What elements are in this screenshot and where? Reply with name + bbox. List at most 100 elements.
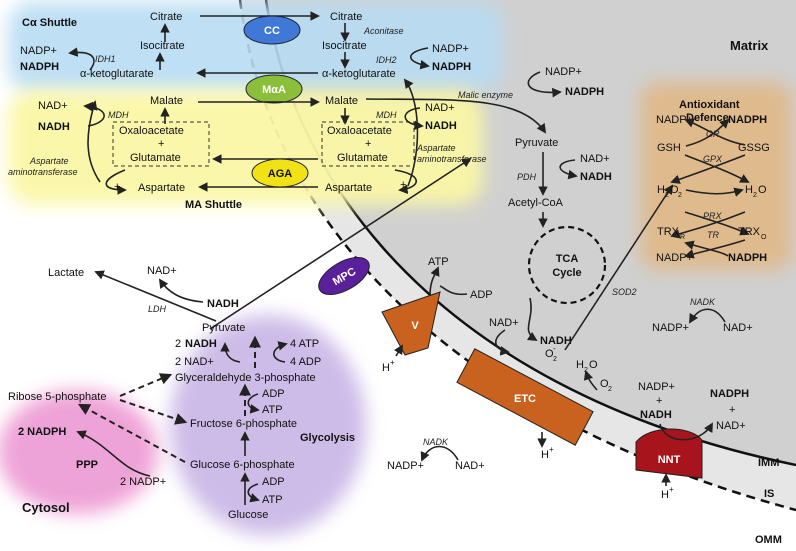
malic-enzyme-label: Malic enzyme [458, 90, 513, 100]
h-plus-etc-sup: + [549, 445, 554, 454]
gsh: GSH [657, 142, 681, 154]
pdh-label: PDH [517, 172, 537, 182]
nadh-matrix-2: NADH [580, 171, 612, 183]
glycolysis-label: Glycolysis [300, 432, 355, 444]
ao-nadp-plus-1: NADP+ [656, 114, 693, 126]
antioxidant-title-2: Defence [686, 112, 729, 124]
g6p: Glucose 6-phosphate [190, 459, 295, 471]
citrate-matrix: Citrate [330, 11, 362, 23]
h-plus-v: H [382, 362, 390, 374]
nad-plus-nadk-cyto: NAD+ [455, 460, 485, 472]
h2o2-sub1: 2 [665, 192, 669, 199]
nadph-cyto: NADPH [20, 61, 59, 73]
glu-cyto: Glutamate [130, 152, 181, 164]
nad-plus-cyto-1: NAD+ [38, 100, 68, 112]
superoxide-sub: 2 [553, 356, 557, 363]
nadph-nnt: NADPH [710, 388, 749, 400]
trx-o-sub: O [761, 234, 767, 241]
two-nadph: 2 NADPH [18, 426, 66, 438]
plus-cyto-2: + [114, 181, 120, 193]
cytosol-label: Cytosol [22, 500, 70, 515]
ao-nadph-2: NADPH [728, 252, 767, 264]
g3p: Glyceraldehyde 3-phosphate [175, 372, 316, 384]
malate-matrix: Malate [325, 95, 358, 107]
omm-label: OMM [755, 534, 782, 546]
glycolysis-zone [170, 315, 366, 535]
prx-label: PRX [703, 211, 723, 221]
plus-nnt-2: + [729, 404, 735, 416]
acetyl-coa: Acetyl-CoA [508, 197, 564, 209]
h-plus-v-sup: + [390, 358, 395, 367]
mpc-carrier [318, 256, 370, 296]
imm-label: IMM [758, 457, 779, 469]
aspartate-matrix: Aspartate [325, 182, 372, 194]
adp-cyto-2: ADP [262, 476, 285, 488]
two-nadp-plus: 2 NADP+ [120, 476, 166, 488]
h-plus-nnt: H [661, 489, 669, 501]
nad-plus-ldh: NAD+ [147, 265, 177, 277]
cc-carrier [243, 15, 301, 45]
glucose: Glucose [228, 509, 268, 521]
malate-cyto: Malate [150, 95, 183, 107]
nadp-plus-matrix-1: NADP+ [432, 43, 469, 55]
etc-label: ETC [514, 393, 536, 405]
nnt-label: NNT [658, 454, 681, 466]
ca-shuttle-label: Cα Shuttle [22, 17, 77, 29]
four-adp: 4 ADP [290, 356, 321, 368]
h-plus-nnt-sup: + [669, 485, 674, 494]
nad-plus-matrix-2: NAD+ [580, 153, 610, 165]
mdh-matrix: MDH [376, 110, 397, 120]
f6p: Fructose 6-phosphate [190, 418, 297, 430]
aat-cyto-2: aminotransferase [8, 167, 78, 177]
two-nad-plus: 2 NAD+ [175, 356, 214, 368]
gpx-label: GPX [703, 154, 723, 164]
nad-plus-matrix-3: NAD+ [489, 317, 519, 329]
antioxidant-title-1: Antioxidant [679, 99, 740, 111]
ppp-zone [0, 390, 158, 514]
maa-carrier [245, 74, 303, 104]
ma-shuttle-label: MA Shuttle [185, 199, 242, 211]
nadk-matrix-label: NADK [690, 297, 716, 307]
nadh-nnt: NADH [640, 409, 672, 421]
two-nadh-word: NADH [185, 338, 217, 350]
is-label: IS [764, 488, 774, 500]
idh2-label: IDH2 [376, 55, 397, 65]
nadp-plus-matrix-2: NADP+ [545, 66, 582, 78]
idh1-label: IDH1 [95, 54, 116, 64]
nadp-plus-nadk-matrix: NADP+ [652, 322, 689, 334]
plus-matrix-2: + [400, 179, 406, 191]
maa-label: MαA [262, 84, 286, 96]
nadh-matrix-3: NADH [540, 335, 572, 347]
nadk-cyto-label: NADK [423, 437, 449, 447]
oaa-glu-box-matrix [321, 121, 415, 167]
nad-plus-nnt: NAD+ [716, 420, 746, 432]
aat-matrix-2: aminotransferase [417, 154, 487, 164]
plus-matrix: + [365, 138, 371, 150]
adp-cyto-1: ADP [262, 388, 285, 400]
four-atp: 4 ATP [290, 338, 319, 350]
oaa-cyto: Oxaloacetate [119, 125, 184, 137]
atp-cyto-1: ATP [262, 404, 283, 416]
nadph-matrix-1: NADPH [432, 61, 471, 73]
nadh-cyto-1: NADH [38, 121, 70, 133]
plus-cyto: + [158, 138, 164, 150]
tr-label: TR [707, 230, 719, 240]
pyruvate-cyto: Pyruvate [202, 322, 245, 334]
trx-r-sub: R [680, 234, 685, 241]
oaa-matrix: Oxaloacetate [327, 125, 392, 137]
glu-matrix: Glutamate [337, 152, 388, 164]
nadp-plus-cyto: NADP+ [20, 45, 57, 57]
nadp-plus-nnt: NADP+ [638, 381, 675, 393]
gssg: GSSG [738, 142, 770, 154]
h2o-h: H [745, 184, 753, 196]
nad-plus-matrix-1: NAD+ [425, 102, 455, 114]
etc-complex [456, 348, 594, 446]
aconitase-label: Aconitase [363, 26, 404, 36]
h2o2-sub2: 2 [678, 192, 682, 199]
ao-nadph-1: NADPH [728, 114, 767, 126]
v-label: V [411, 320, 419, 332]
isocitrate-matrix: Isocitrate [322, 40, 367, 52]
two-nadh-num: 2 [175, 338, 181, 350]
aga-carrier [251, 158, 309, 188]
